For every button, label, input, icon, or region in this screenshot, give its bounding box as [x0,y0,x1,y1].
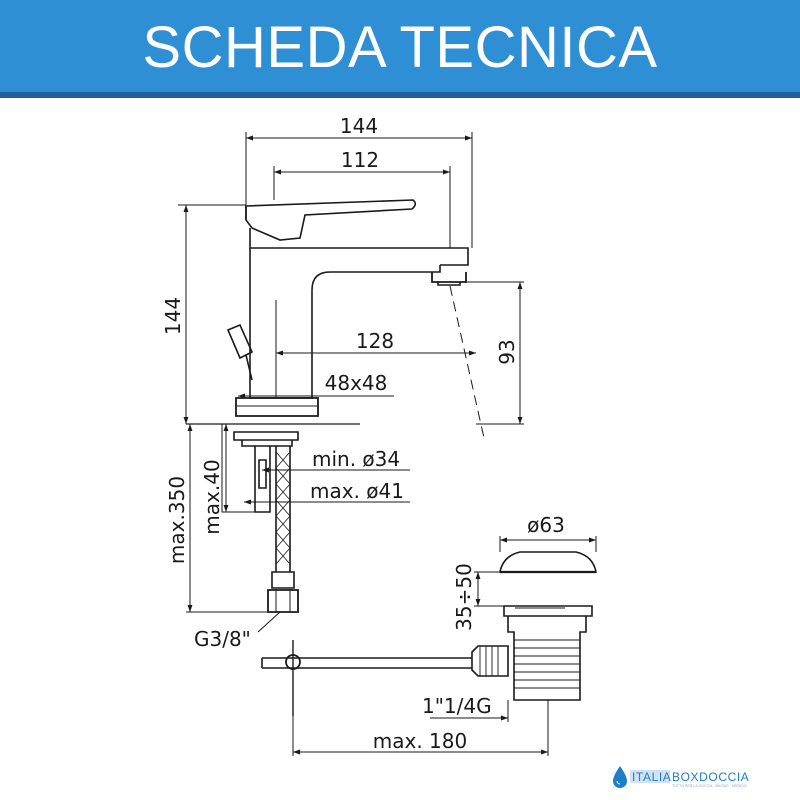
dim-waste-diameter: ø63 [527,513,565,537]
faucet-lever [245,199,417,241]
faucet-base [235,397,319,417]
flex-hose [275,446,291,572]
logo-name: BOXDOCCIA [672,770,749,784]
dim-hose-thread: G3/8" [194,627,251,651]
water-drop-icon [613,766,627,788]
waste-body [507,616,587,701]
dim-spout-height: 93 [495,339,519,364]
dim-waste-thread: 1"1/4G [422,694,492,718]
waste-cap [499,551,597,573]
logo-prefix: ITALIA [632,770,671,784]
pop-up-knob [226,323,254,360]
dim-total-height: 144 [161,297,185,335]
dim-deck-thickness: max.40 [200,459,224,534]
hose-nut [271,571,295,589]
dim-rod-length: max. 180 [373,729,467,753]
faucet-body [249,248,441,399]
dim-waste-lift: 35÷50 [452,563,476,631]
waste-drawing [471,551,597,701]
dim-hole-max: max. ø41 [310,479,404,503]
header-banner: SCHEDA TECNICA [0,0,800,98]
dimension-lines [178,132,597,756]
waste-lever-housing [471,645,509,677]
logo-tagline: TUTTO PER LA DOCCIA · BAGNO · ARREDO [672,784,747,788]
fixing-nut [233,431,299,441]
dim-total-depth: 144 [340,114,378,138]
faucet-drawing [186,199,472,716]
dim-hole-min: min. ø34 [312,447,400,471]
waste-flange [503,605,593,617]
faucet-aerator [431,272,467,283]
faucet-cartridge [249,228,469,266]
page-title: SCHEDA TECNICA [142,15,658,80]
dim-spout-reach: 128 [356,329,394,353]
dim-spout-length: 112 [341,148,379,172]
rod-clamp [285,654,301,670]
brand-logo: ITALIA BOXDOCCIA TUTTO PER LA DOCCIA · B… [613,766,749,788]
dim-hose-length: max.350 [165,476,189,564]
dim-base-size: 48x48 [325,371,388,395]
